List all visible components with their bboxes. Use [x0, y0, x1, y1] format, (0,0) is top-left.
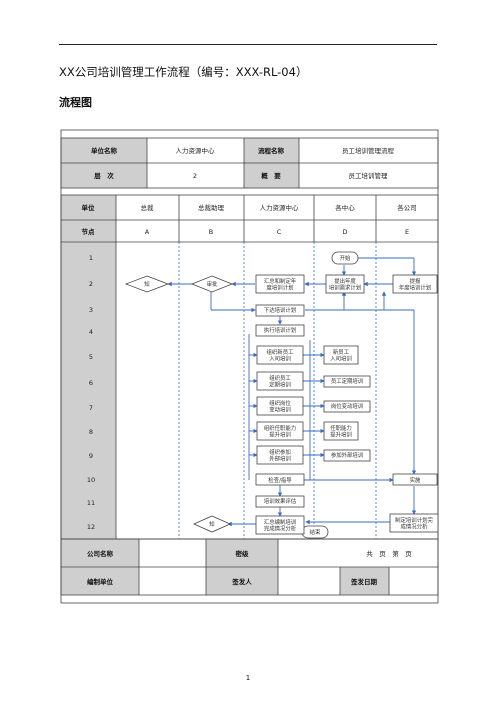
row-number-7: 7 [89, 404, 93, 412]
process-box-e2-line2: 年度培训计划 [399, 283, 431, 291]
company-name-label: 公司名称 [87, 549, 114, 558]
flow-name-label: 流程名称 [258, 146, 285, 155]
process-box-e12-line2: 成情况分析 [401, 522, 429, 530]
process-box-d8-line1: 任职能力 [330, 424, 352, 432]
row-number-6: 6 [89, 379, 93, 387]
diamond-b-row2: 审批 [207, 280, 218, 288]
column-unit-1: 总裁 [141, 203, 155, 212]
level-label: 层 次 [93, 171, 114, 180]
unit-name-label: 单位名称 [91, 146, 118, 155]
process-box-e10: 实施 [410, 476, 421, 484]
page-number: 1 [245, 674, 251, 682]
row-number-3: 3 [89, 306, 93, 314]
row-number-10: 10 [87, 476, 95, 484]
process-box-c6-line1: 组织员工 [269, 374, 291, 382]
process-box-c11: 培训效果评估 [264, 497, 297, 505]
row-number-4: 4 [89, 328, 93, 336]
process-box-c7-line2: 变动培训 [269, 405, 291, 413]
signer-label: 签发人 [231, 577, 252, 586]
process-box-c12-line2: 完成情况分析 [264, 524, 297, 532]
process-box-d8-line2: 提升培训 [330, 430, 352, 438]
process-box-c8-line1: 组织任职能力 [264, 424, 296, 432]
summary-value: 员工培训管理 [349, 171, 389, 180]
issue-date-label: 签发日期 [350, 577, 378, 586]
column-node-2: B [209, 228, 213, 236]
process-box-c8-line2: 提升培训 [269, 430, 291, 438]
editor-unit-label: 编制单位 [87, 577, 114, 586]
row-number-2: 2 [89, 280, 93, 288]
diamond-b-row12: 知 [209, 520, 214, 528]
process-box-c12-line1: 汇总编制培训 [264, 518, 296, 526]
summary-label: 概 要 [261, 171, 281, 180]
flow-name-value: 员工培训管理流程 [342, 146, 395, 155]
row-number-12: 12 [87, 523, 95, 531]
process-box-d7: 岗位变动培训 [331, 402, 363, 410]
row-number-1: 1 [89, 254, 93, 262]
section-title: 流程图 [59, 96, 92, 109]
process-box-c5-line1: 组织新员工 [267, 348, 295, 356]
header-unit-label: 单位 [82, 203, 96, 212]
start-terminator: 开始 [340, 254, 351, 262]
row-number-8: 8 [89, 428, 93, 436]
process-box-c3: 下达培训计划 [264, 306, 296, 314]
page-count-label: 共 页 第 页 [366, 549, 412, 558]
secret-level-label: 密级 [236, 549, 250, 558]
process-box-e12-line1: 制定培训计划完 [395, 516, 433, 524]
row-number-9: 9 [89, 452, 93, 460]
column-unit-2: 总裁助理 [198, 203, 225, 212]
column-unit-5: 各公司 [397, 203, 417, 212]
column-node-4: D [342, 228, 347, 236]
process-box-c6-line2: 定期培训 [269, 380, 291, 388]
process-box-c9-line1: 组织参加 [269, 448, 291, 456]
column-unit-4: 各中心 [335, 203, 355, 212]
row-number-5: 5 [89, 353, 93, 361]
process-box-c4: 执行培训计划 [264, 326, 296, 334]
process-box-d5-line1: 新员工 [333, 348, 350, 356]
unit-name-value: 人力资源中心 [176, 146, 216, 155]
process-box-d2-line1: 提出年度 [334, 277, 356, 285]
process-box-d5-line2: 入司培训 [330, 354, 352, 362]
diamond-a-row2: 知 [144, 280, 149, 288]
process-box-c1-line2: 度培训计划 [267, 283, 294, 291]
row-number-11: 11 [87, 499, 95, 507]
column-unit-3: 人力资源中心 [260, 203, 300, 212]
process-box-c1-line1: 汇总和制定年 [264, 277, 297, 285]
process-box-c10: 检查/指导 [268, 476, 292, 484]
process-box-c9-line2: 外部培训 [269, 454, 291, 462]
process-box-d2-line2: 培训需求计划 [329, 283, 361, 291]
process-box-c5-line2: 入司培训 [269, 354, 291, 362]
end-terminator: 结束 [310, 528, 321, 536]
process-box-d6: 员工定期培训 [331, 377, 363, 385]
header-node-label: 节点 [82, 227, 96, 236]
column-node-1: A [145, 228, 150, 236]
document-title: XX公司培训管理工作流程（编号：XXX-RL-04） [59, 65, 308, 79]
flow-connectors [167, 257, 417, 535]
level-value: 2 [193, 172, 197, 180]
top-rule [59, 44, 437, 45]
process-box-c7-line1: 组织岗位 [269, 399, 291, 407]
process-box-d9: 参加外部培训 [331, 451, 363, 459]
column-node-5: E [405, 228, 409, 236]
process-box-e2-line1: 提报 [410, 277, 421, 285]
column-node-3: C [277, 228, 282, 236]
